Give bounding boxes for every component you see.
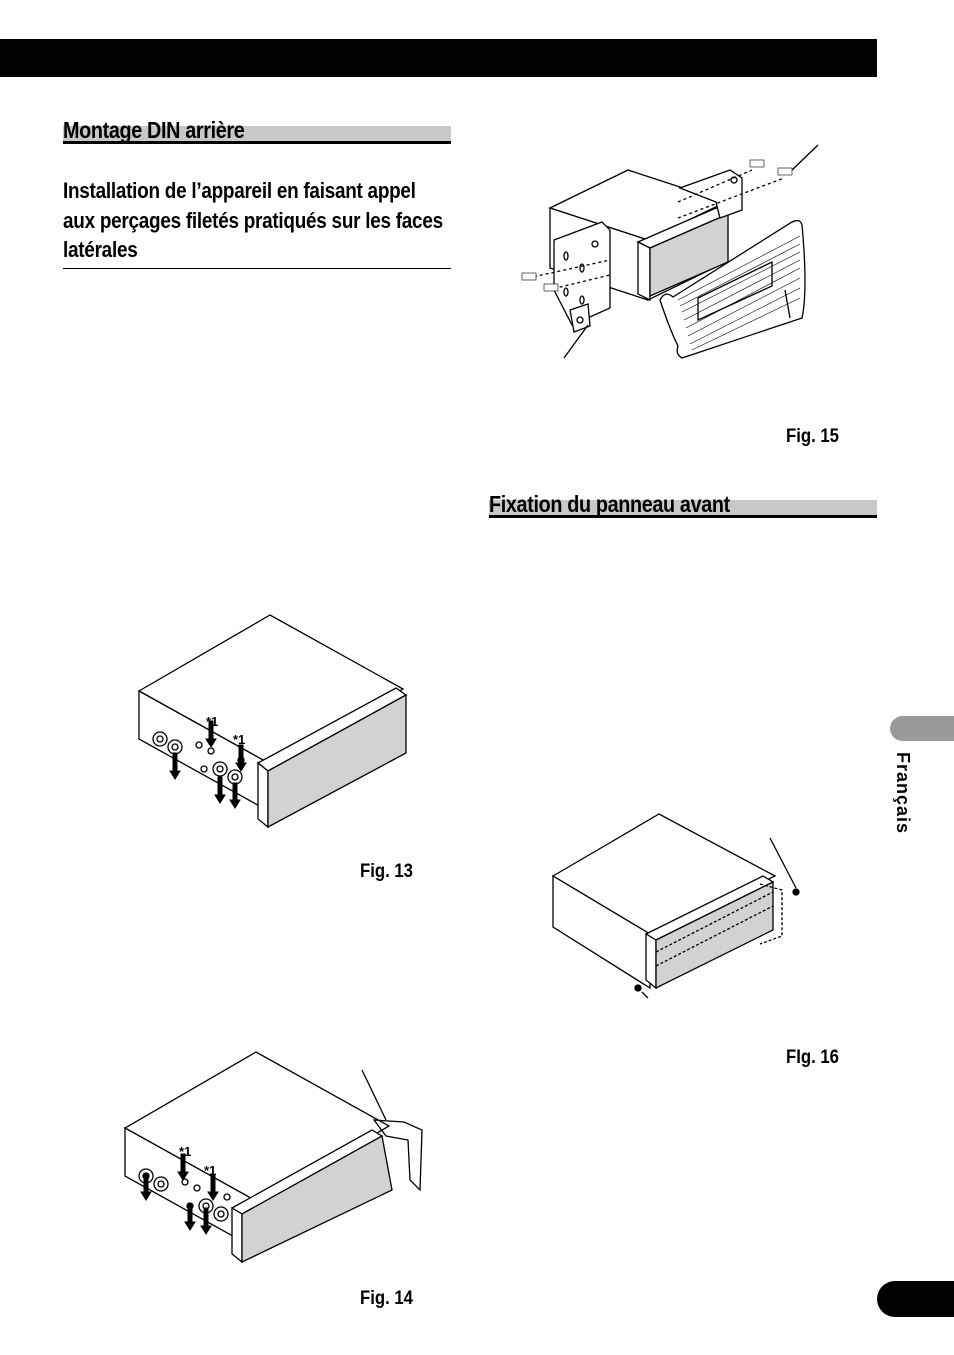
fig13-illustration: *1 *1 [137,614,408,829]
callout-star1: *1 [179,1144,191,1159]
fig15-illustration [521,144,819,359]
header-bar [0,39,877,77]
callout-star1: *1 [233,732,245,747]
section-title-left: Montage DIN arrière [63,119,451,144]
language-tab [890,716,954,741]
section-subtitle: Installation de l’appareil en faisant ap… [63,176,451,269]
figure-caption-14: Fig. 14 [360,1288,413,1309]
figure-caption-15: Fig. 15 [786,426,839,447]
callout-star1: *1 [206,714,218,729]
language-label: Français [893,752,913,835]
figure-caption-13: Fig. 13 [360,861,413,882]
fig16-illustration [551,813,800,999]
page-number-tab [877,1281,954,1317]
section-title-right: Fixation du panneau avant [489,493,877,518]
figure-caption-16: FIg. 16 [786,1047,839,1068]
callout-star1: *1 [204,1163,216,1178]
fig14-illustration: *1 *1 [123,1051,423,1264]
